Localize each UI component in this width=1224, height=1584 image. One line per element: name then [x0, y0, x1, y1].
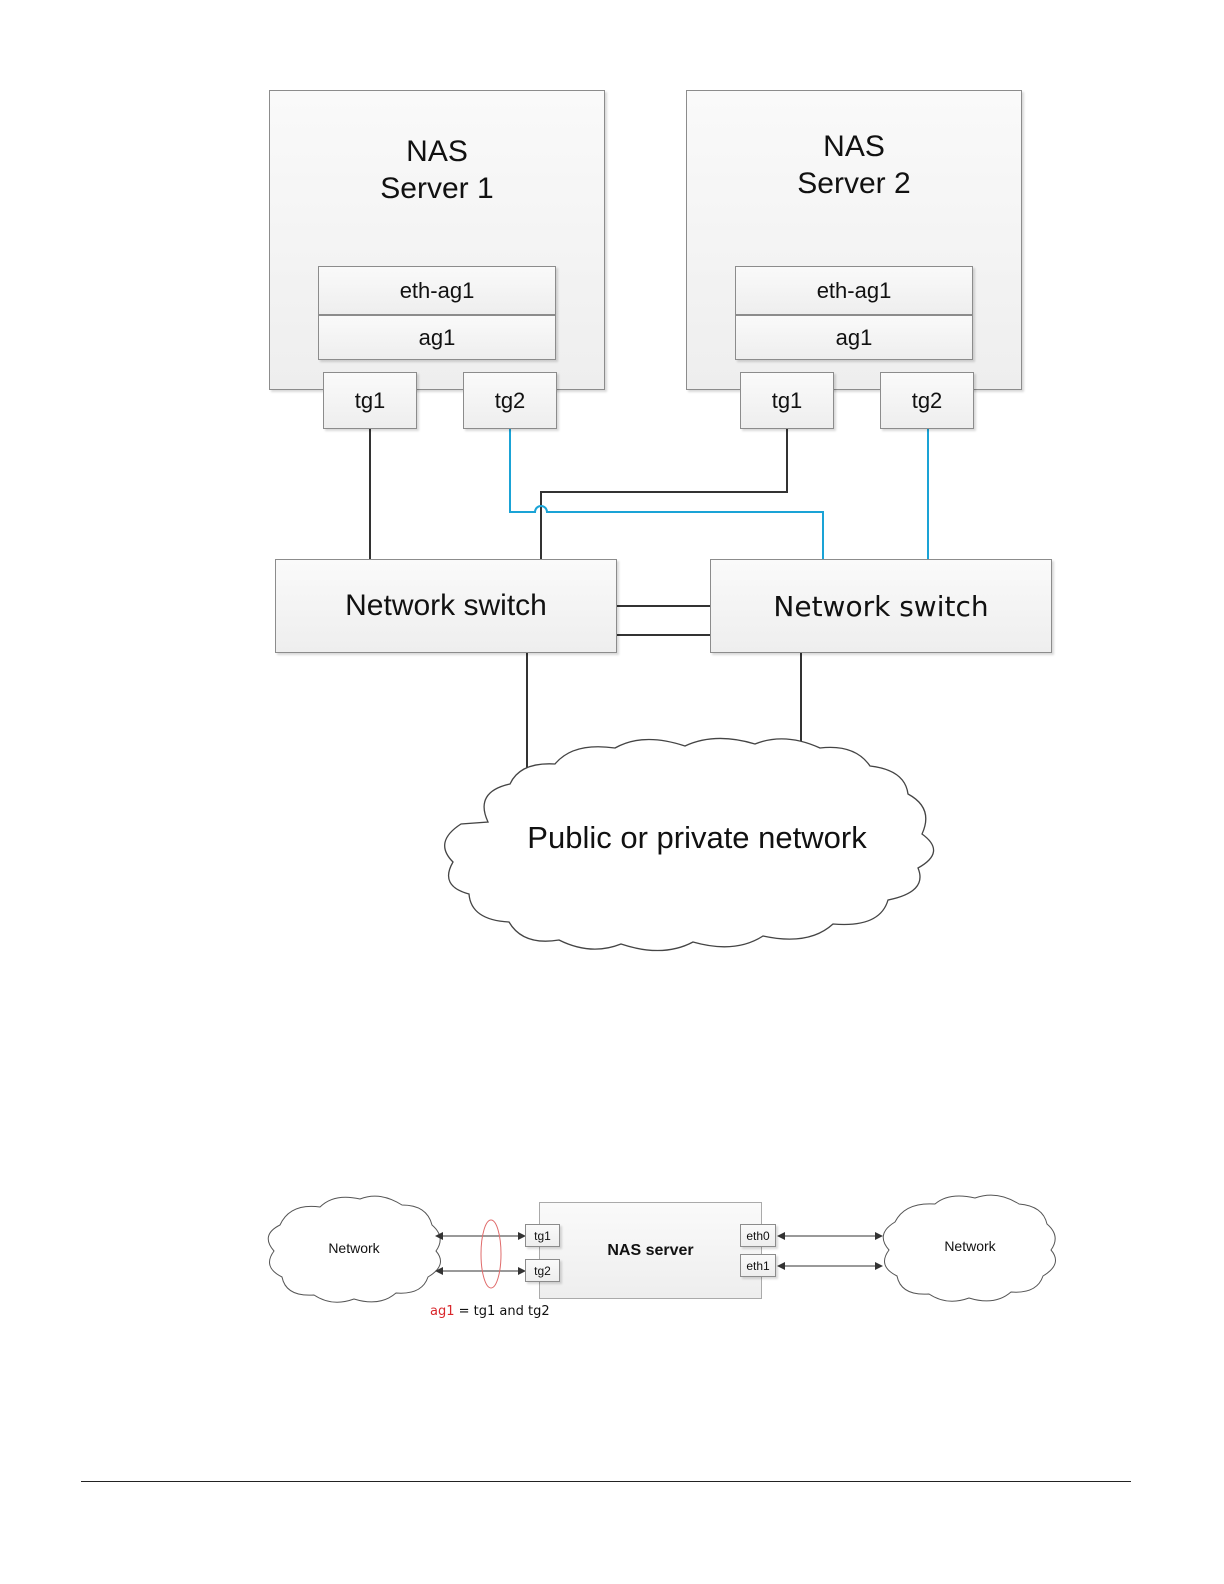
link-s2-tg1-switch-left — [541, 428, 787, 559]
cloud-public-private-label: Public or private network — [464, 820, 930, 856]
server-2-iface-ag1-label: ag1 — [836, 325, 873, 351]
bottom-port-eth0: eth0 — [740, 1224, 776, 1247]
server-1-port-tg1: tg1 — [323, 372, 417, 429]
server-1-title-line2: Server 1 — [270, 170, 604, 207]
server-2-iface-eth-ag1-label: eth-ag1 — [817, 278, 892, 304]
aggregation-legend: ag1 = tg1 and tg2 — [430, 1304, 550, 1319]
bottom-port-eth0-label: eth0 — [746, 1229, 769, 1243]
network-switch-left: Network switch — [275, 559, 617, 653]
server-2-title-line1: NAS — [687, 128, 1021, 165]
server-2-port-tg1-label: tg1 — [772, 388, 803, 414]
bottom-port-tg1-label: tg1 — [534, 1229, 551, 1243]
network-switch-right-label: Network switch — [773, 590, 988, 623]
link-s1-tg2-switch-right — [510, 428, 823, 559]
server-1-title-line1: NAS — [270, 133, 604, 170]
server-1-iface-eth-ag1: eth-ag1 — [318, 266, 556, 315]
server-1-title: NAS Server 1 — [270, 133, 604, 207]
server-1-iface-eth-ag1-label: eth-ag1 — [400, 278, 475, 304]
aggregation-legend-key: ag1 — [430, 1304, 455, 1319]
server-2-port-tg2: tg2 — [880, 372, 974, 429]
bottom-port-eth1-label: eth1 — [746, 1259, 769, 1273]
server-1-port-tg2: tg2 — [463, 372, 557, 429]
server-2-port-tg2-label: tg2 — [912, 388, 943, 414]
network-switch-right: Network switch — [710, 559, 1052, 653]
server-2-title: NAS Server 2 — [687, 128, 1021, 202]
nas-server-bottom-label: NAS server — [607, 1242, 693, 1260]
server-2-iface-eth-ag1: eth-ag1 — [735, 266, 973, 315]
aggregation-ellipse — [481, 1220, 501, 1288]
aggregation-legend-text: = tg1 and tg2 — [455, 1304, 550, 1319]
server-2-title-line2: Server 2 — [687, 165, 1021, 202]
cloud-right-label: Network — [926, 1238, 1014, 1254]
network-switch-left-label: Network switch — [345, 589, 547, 623]
bottom-port-tg2-label: tg2 — [534, 1264, 551, 1278]
footer-rule — [81, 1481, 1131, 1482]
nas-server-bottom: NAS server — [539, 1202, 762, 1299]
server-2-port-tg1: tg1 — [740, 372, 834, 429]
server-1-iface-ag1-label: ag1 — [419, 325, 456, 351]
server-1-iface-ag1: ag1 — [318, 315, 556, 360]
server-1-port-tg1-label: tg1 — [355, 388, 386, 414]
server-2-iface-ag1: ag1 — [735, 315, 973, 360]
bottom-port-eth1: eth1 — [740, 1254, 776, 1277]
bottom-port-tg2: tg2 — [525, 1259, 560, 1282]
bottom-port-tg1: tg1 — [525, 1224, 560, 1247]
server-1-port-tg2-label: tg2 — [495, 388, 526, 414]
cloud-left-label: Network — [310, 1240, 398, 1256]
